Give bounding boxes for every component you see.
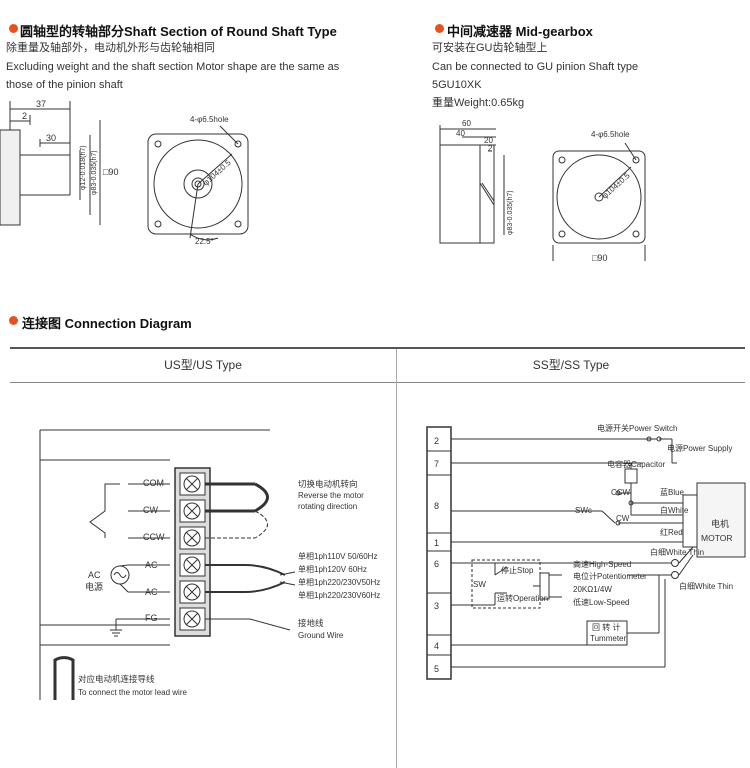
- gearbox-model: 5GU10XK: [432, 79, 482, 91]
- ss-terminal-7: 7: [434, 459, 439, 469]
- dim-37: 37: [36, 99, 46, 109]
- dim-holes: 4-φ6.5hole: [190, 115, 229, 124]
- ss-wire-white-thin1: 白细White Thin: [650, 547, 704, 557]
- shaft-desc-line1: 除重量及轴部外，电动机外形与齿轮轴相同: [6, 42, 215, 54]
- ss-operation: 运转Operation: [497, 593, 548, 603]
- gearbox-dim-2: 2: [488, 144, 493, 153]
- gearbox-dim-square: □90: [592, 253, 607, 263]
- dim-angle: 22.5°: [195, 237, 214, 246]
- connection-sub-rule: [10, 382, 745, 383]
- us-cw-label: CW: [143, 505, 158, 515]
- dim-30: 30: [46, 133, 56, 143]
- us-ccw-label: CCW: [143, 532, 165, 542]
- dim-pilot: φ83-0.035(h7): [91, 150, 98, 195]
- gearbox-weight: 重量Weight:0.65kg: [432, 97, 525, 109]
- us-voltage-4: 单相1ph220/230V60Hz: [298, 590, 380, 600]
- dim-square: □90: [103, 167, 118, 177]
- shaft-desc-line2: Excluding weight and the shaft section M…: [6, 61, 340, 73]
- us-reverse-en2: rotating direction: [298, 502, 357, 511]
- gearbox-dim-40: 40: [456, 129, 465, 138]
- dim-2: 2: [22, 111, 27, 121]
- us-voltage-1: 单相1ph110V 50/60Hz: [298, 551, 377, 561]
- ss-ccw: CCW: [611, 488, 631, 497]
- ss-wire-blue: 蓝Blue: [660, 487, 685, 497]
- ss-stop: 停止Stop: [501, 565, 534, 575]
- ss-terminal-6: 6: [434, 559, 439, 569]
- ss-pot-value: 20KΩ1/4W: [573, 585, 612, 594]
- shaft-front-drawing: 4-φ6.5hole φ104±0.5 22.5°: [147, 115, 249, 246]
- ss-capacitor: 电容器Capacitor: [607, 459, 666, 469]
- us-type-diagram: COM CW CCW AC AC FG AC 电源 切换电动机转向 Revers…: [39, 429, 380, 700]
- gearbox-desc-line2: Can be connected to GU pinion Shaft type: [432, 61, 639, 73]
- ss-type-title: SS型/SS Type: [532, 358, 610, 372]
- shaft-desc-line3: those of the pinion shaft: [6, 79, 123, 91]
- dim-shaft-dia: φ12-0.018(h7): [80, 145, 87, 190]
- us-ac1-label: AC: [145, 560, 158, 570]
- gearbox-desc-line1: 可安装在GU齿轮轴型上: [432, 42, 548, 54]
- us-ground-cn: 接地线: [298, 618, 324, 628]
- ss-wire-white: 白White: [660, 505, 689, 515]
- gearbox-dim-pilot: φ83-0.035(h7): [507, 190, 514, 235]
- gearbox-dim-60: 60: [462, 119, 471, 128]
- connection-title: 连接图 Connection Diagram: [22, 316, 192, 331]
- us-com-label: COM: [143, 478, 164, 488]
- us-lead-en: To connect the motor lead wire: [78, 688, 187, 697]
- us-ground-en: Ground Wire: [298, 631, 344, 640]
- ss-potentiometer: 电位计Potentiometer: [573, 571, 647, 581]
- ss-terminal-1: 1: [434, 538, 439, 548]
- bullet-dot: [9, 24, 18, 33]
- ss-sw: SW: [473, 580, 486, 589]
- ss-terminal-4: 4: [434, 641, 439, 651]
- ss-terminal-8: 8: [434, 501, 439, 511]
- ss-terminal-3: 3: [434, 601, 439, 611]
- ss-wire-red: 红Red: [660, 527, 683, 537]
- bullet-dot: [9, 316, 18, 325]
- gearbox-dim-pcd: φ104±0.5: [600, 171, 632, 201]
- us-ac-power-en: AC: [88, 570, 101, 580]
- ss-swc: SWc: [575, 506, 592, 515]
- us-ac2-label: AC: [145, 587, 158, 597]
- ss-power-switch: 电源开关Power Switch: [597, 423, 677, 433]
- us-lead-cn: 对应电动机连接导线: [78, 674, 155, 684]
- us-fg-label: FG: [145, 613, 158, 623]
- ss-tummeter-cn: 回 转 计: [592, 622, 620, 632]
- connection-divider: [396, 349, 397, 768]
- shaft-section-title: 圆轴型的转轴部分Shaft Section of Round Shaft Typ…: [20, 24, 337, 39]
- gearbox-title: 中间减速器 Mid-gearbox: [447, 24, 593, 39]
- ss-motor-cn: 电机: [711, 518, 729, 529]
- ss-motor-en: MOTOR: [701, 533, 732, 543]
- ss-low-speed: 低速Low-Speed: [573, 597, 629, 607]
- ss-tummeter-en: Tummeter: [590, 634, 626, 643]
- ss-high-speed: 高速High-Speed: [573, 559, 631, 569]
- ss-terminal-2: 2: [434, 436, 439, 446]
- us-ac-power-cn: 电源: [85, 581, 103, 592]
- ss-cw: CW: [616, 514, 630, 523]
- gearbox-dim-holes: 4-φ6.5hole: [591, 130, 630, 139]
- us-type-title: US型/US Type: [164, 358, 242, 372]
- gearbox-front-drawing: 4-φ6.5hole φ104±0.5 □90: [552, 130, 646, 263]
- connection-top-rule: [10, 347, 745, 349]
- ss-power-supply: 电源Power Supply: [667, 443, 732, 453]
- ss-wire-white-thin2: 白细White Thin: [679, 581, 733, 591]
- ss-type-diagram: 2 7 8 1 6 3 4 5 电源开关Power Switch 电源Power…: [426, 423, 746, 680]
- us-reverse-en1: Reverse the motor: [298, 491, 364, 500]
- us-reverse-cn: 切换电动机转向: [298, 479, 358, 489]
- us-voltage-3: 单相1ph220/230V50Hz: [298, 577, 380, 587]
- shaft-side-drawing: 37 2 30 φ12-0.018(h7) φ83-0.035(h7) □90: [0, 99, 118, 226]
- us-voltage-2: 单相1ph120V 60Hz: [298, 564, 367, 574]
- gearbox-side-drawing: 60 40 20 2 φ83-0.035(h7): [439, 119, 514, 244]
- bullet-dot: [435, 24, 444, 33]
- gearbox-dim-20: 20: [484, 136, 493, 145]
- ss-terminal-5: 5: [434, 664, 439, 674]
